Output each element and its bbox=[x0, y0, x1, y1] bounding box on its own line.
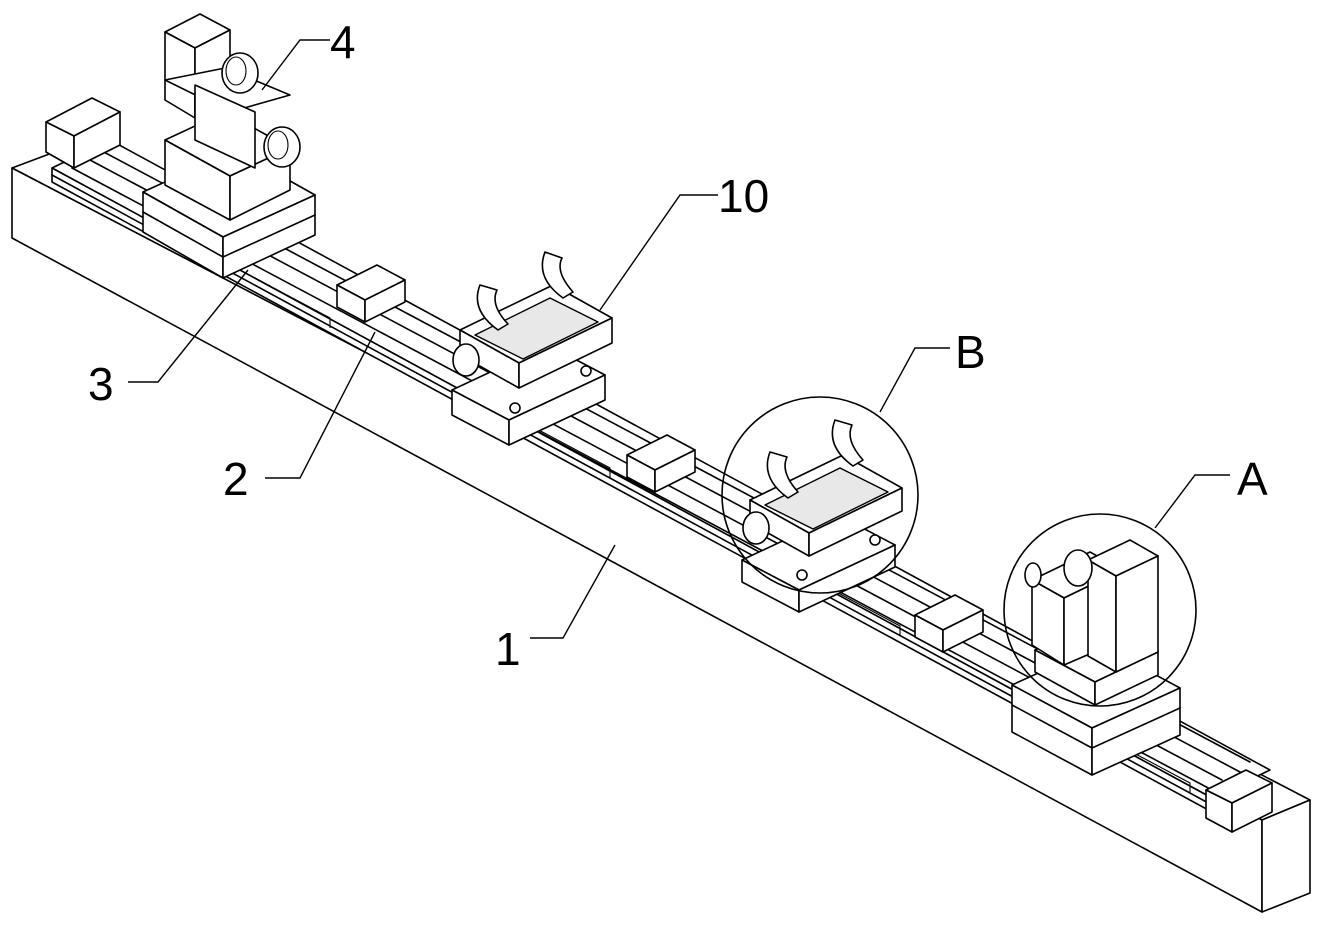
label-3: 3 bbox=[88, 358, 114, 410]
leader-lines bbox=[128, 39, 1230, 639]
rail-joint-2 bbox=[626, 434, 696, 493]
clamp-fixture-10 bbox=[451, 251, 613, 446]
end-cap-left bbox=[45, 97, 121, 169]
end-cap-right bbox=[1205, 769, 1273, 833]
label-1: 1 bbox=[495, 623, 521, 675]
motor-unit-right bbox=[1024, 539, 1159, 706]
detail-circle-b bbox=[721, 396, 919, 594]
clamp-fixture-b bbox=[741, 419, 903, 613]
label-4: 4 bbox=[330, 16, 356, 68]
rail-joint-3 bbox=[914, 594, 984, 653]
label-10: 10 bbox=[718, 170, 769, 222]
motor-unit-left bbox=[164, 13, 301, 221]
rail-joint-1 bbox=[336, 264, 406, 323]
label-a: A bbox=[1237, 453, 1268, 505]
detail-circle-a bbox=[1003, 513, 1197, 707]
label-2: 2 bbox=[223, 453, 249, 505]
label-b: B bbox=[955, 326, 986, 378]
